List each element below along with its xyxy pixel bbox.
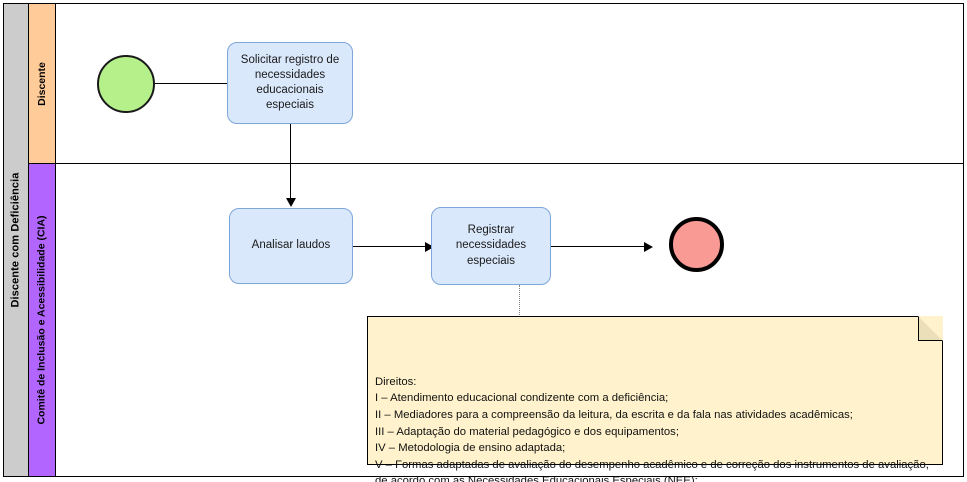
flow-start-to-solicitar	[155, 83, 271, 84]
arrowhead-registrar-to-end	[644, 241, 653, 252]
lane-cia: Comitê de Inclusão e Acessibilidade (CIA…	[29, 164, 963, 482]
arrowhead-analisar-to-registrar	[425, 241, 434, 252]
task-analisar-laudos[interactable]: Analisar laudos	[229, 208, 353, 284]
lane-label-discente: Discente	[36, 61, 48, 106]
end-event[interactable]	[669, 217, 724, 272]
lane-discente: Discente Solicitar registro de necessida…	[29, 4, 963, 164]
annotation-note-text: Direitos: I – Atendimento educacional co…	[375, 375, 929, 482]
start-event[interactable]	[97, 55, 155, 113]
lane-body-cia: Analisar laudos Registrar necessidades e…	[56, 164, 963, 482]
flow-solicitar-to-analisar-upper	[290, 124, 291, 164]
task-registrar-necessidades[interactable]: Registrar necessidades especiais	[431, 207, 551, 285]
note-background	[367, 316, 943, 465]
task-solicitar-registro[interactable]: Solicitar registro de necessidades educa…	[227, 42, 353, 124]
flow-analisar-to-registrar	[353, 246, 427, 247]
association-registrar-to-note	[519, 285, 520, 315]
lane-header-discente: Discente	[29, 4, 56, 163]
lane-label-cia: Comitê de Inclusão e Acessibilidade (CIA…	[36, 215, 49, 425]
lane-body-discente: Solicitar registro de necessidades educa…	[56, 4, 963, 164]
note-folded-corner-icon	[918, 316, 943, 341]
pool-label: Discente com Deficiência	[4, 4, 29, 476]
annotation-note: Direitos: I – Atendimento educacional co…	[367, 316, 943, 482]
arrowhead-solicitar-to-analisar	[285, 198, 296, 207]
flow-solicitar-to-analisar-lower	[290, 164, 291, 200]
pool-label-text: Discente com Deficiência	[10, 172, 23, 308]
lane-header-cia: Comitê de Inclusão e Acessibilidade (CIA…	[29, 164, 56, 476]
flow-registrar-to-end	[551, 246, 646, 247]
pool-discente-com-deficiencia: Discente com Deficiência Discente Solici…	[3, 3, 964, 482]
